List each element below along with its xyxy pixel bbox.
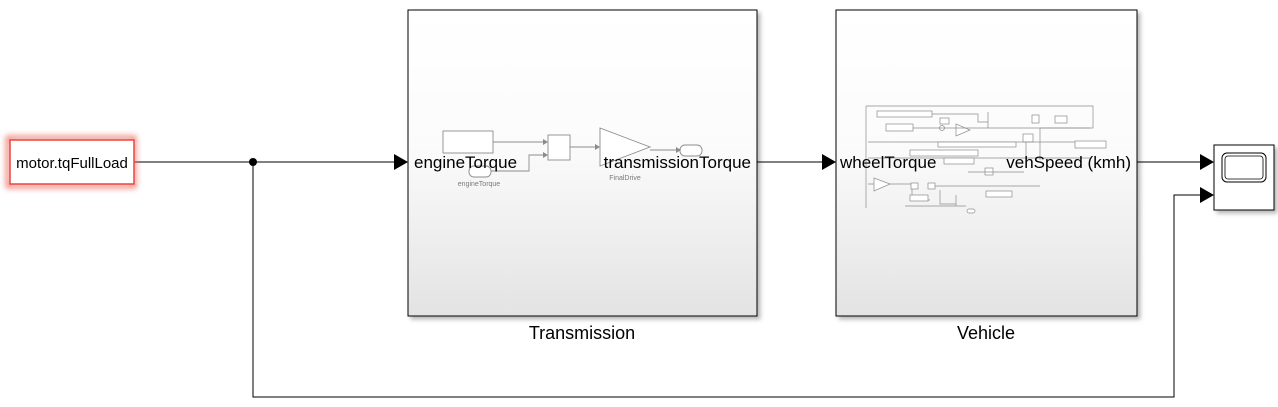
transmission-out-port-label: transmissionTorque [604,153,751,172]
inner-goto-block [468,165,492,178]
vehicle-inner-block-9 [909,149,979,157]
source-block-label: motor.tqFullLoad [16,155,128,172]
vehicle-inner-line-1 [932,113,988,123]
inner-arrow-4 [676,147,681,153]
vehicle-inner-block-13 [927,182,936,190]
transmission-in-port-label: engineTorque [414,153,517,172]
arrowhead-transmission-in [394,154,408,170]
vehicle-inner-block-14 [909,194,929,202]
vehicle-subsystem-frame [835,9,1138,317]
inner-product-block [547,134,571,161]
vehicle-in-port-label: wheelTorque [839,153,936,172]
vehicle-inner-block-6 [1022,133,1034,143]
vehicle-inner-block-15 [985,190,1013,198]
inner-input-block [442,130,494,154]
arrowhead-scope-in1 [1200,154,1214,170]
inner-gain-label: FinalDrive [609,175,641,182]
transmission-subsystem[interactable]: engineTorque FinalDrive engineTorque tra… [407,9,758,343]
inner-arrow-2 [543,152,548,158]
vehicle-out-port-label: vehSpeed (kmh) [1006,153,1131,172]
inner-line-b [491,154,546,172]
vehicle-inner-block-7 [1074,140,1107,149]
inner-arrow-1 [543,139,548,145]
vehicle-inner-preview [865,105,1107,214]
inner-goto-tag-label: engineTorque [458,181,501,188]
vehicle-subsystem-name: Vehicle [957,323,1015,343]
signal-line-branch-to-scope[interactable] [252,162,1202,398]
vehicle-inner-block-16 [966,208,976,214]
vehicle-inner-gain-2 [873,177,891,192]
branch-point [249,158,257,166]
transmission-subsystem-frame [407,9,758,317]
vehicle-inner-block-5 [1054,115,1068,124]
vehicle-inner-block-3 [939,117,950,125]
vehicle-inner-block-12 [910,182,919,190]
vehicle-inner-gain-1 [955,123,971,137]
vehicle-inner-block-10 [943,157,975,165]
vehicle-inner-block-1 [876,110,933,118]
vehicle-subsystem[interactable]: wheelTorque vehSpeed (kmh) Vehicle [835,9,1138,343]
source-block-frame [9,139,135,185]
signal-lines [134,161,1202,398]
arrowhead-vehicle-in [822,154,836,170]
transmission-inner-preview [442,127,703,178]
vehicle-inner-block-11 [984,167,994,176]
transmission-inner-arrows [543,139,681,158]
scope-block[interactable] [1213,144,1275,211]
vehicle-inner-block-2 [885,123,914,132]
arrowhead-scope-in2 [1200,187,1214,203]
scope-icon [1221,152,1267,183]
transmission-subsystem-name: Transmission [529,323,635,343]
source-block[interactable]: motor.tqFullLoad [5,135,137,189]
inner-arrow-3 [595,144,600,150]
vehicle-inner-block-4 [1031,114,1040,124]
vehicle-inner-block-8 [937,141,1017,148]
arrowheads [394,154,1214,203]
vehicle-inner-line-8 [939,190,956,205]
